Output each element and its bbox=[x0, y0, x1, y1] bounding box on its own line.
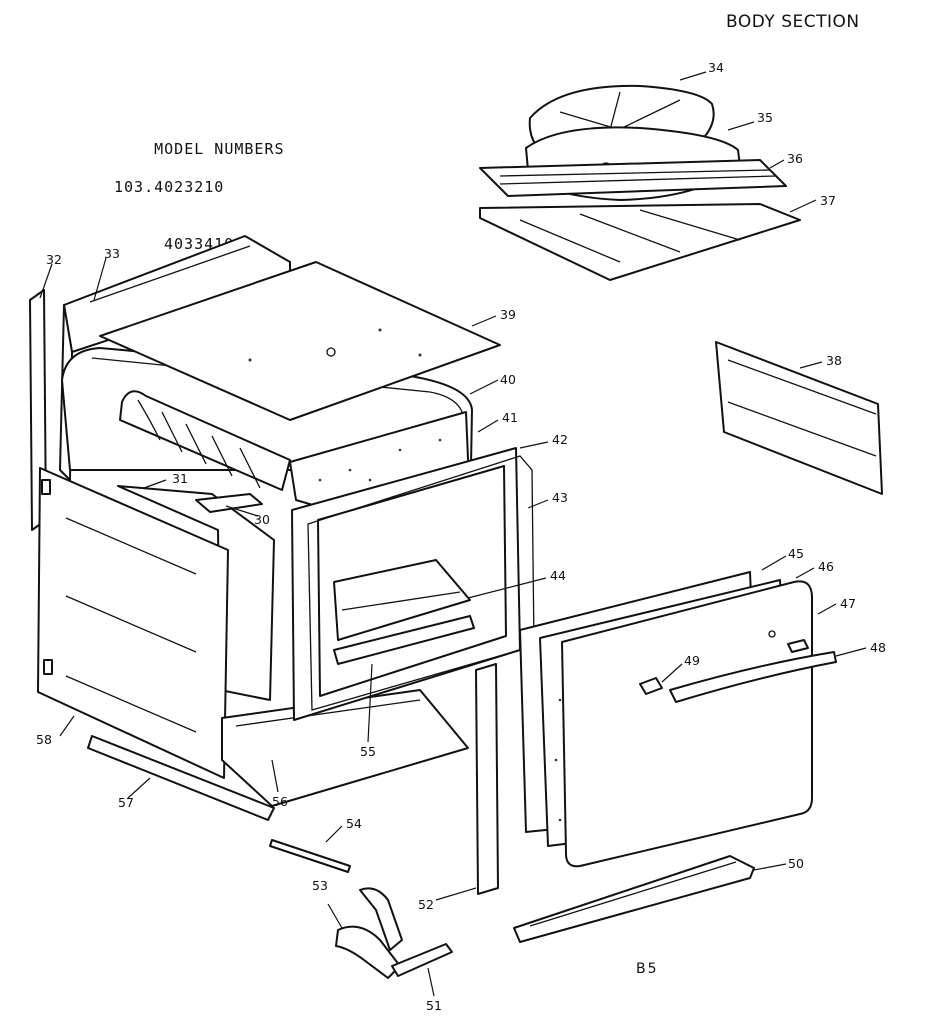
callout-47: 47 bbox=[840, 596, 856, 611]
callout-55: 55 bbox=[360, 744, 376, 759]
callout-51: 51 bbox=[426, 998, 442, 1013]
callout-54: 54 bbox=[346, 816, 362, 831]
model-number-1: 103.4023210 bbox=[114, 178, 225, 196]
callout-49: 49 bbox=[684, 653, 700, 668]
part-37-oven-rack bbox=[479, 203, 801, 281]
callout-48: 48 bbox=[870, 640, 886, 655]
model-numbers-label: MODEL NUMBERS bbox=[154, 140, 285, 158]
callout-30: 30 bbox=[254, 512, 270, 527]
callout-53: 53 bbox=[312, 878, 328, 893]
leader-lines bbox=[39, 71, 867, 997]
callout-46: 46 bbox=[818, 559, 834, 574]
part-47-door-panel bbox=[561, 580, 813, 868]
callout-35: 35 bbox=[757, 110, 773, 125]
part-53-hinge bbox=[335, 887, 403, 979]
callout-33: 33 bbox=[104, 246, 120, 261]
callout-58: 58 bbox=[36, 732, 52, 747]
part-50-kick-rail bbox=[513, 855, 755, 943]
bake-element bbox=[119, 390, 291, 491]
part-56-base-pan bbox=[221, 689, 469, 807]
callout-43: 43 bbox=[552, 490, 568, 505]
part-31-side-liner bbox=[117, 485, 275, 701]
callout-37: 37 bbox=[820, 193, 836, 208]
part-39-top-panel bbox=[99, 261, 501, 421]
part-55-broil-element bbox=[333, 615, 475, 665]
callout-41: 41 bbox=[502, 410, 518, 425]
callout-34: 34 bbox=[708, 60, 724, 75]
callout-57: 57 bbox=[118, 795, 134, 810]
callout-38: 38 bbox=[826, 353, 842, 368]
callout-44: 44 bbox=[550, 568, 566, 583]
part-54-hinge-pin bbox=[269, 839, 351, 873]
section-title: BODY SECTION bbox=[726, 12, 860, 32]
part-49-door-knob bbox=[639, 639, 809, 695]
part-38-shield bbox=[715, 341, 883, 495]
part-30-bracket bbox=[195, 493, 263, 513]
part-48-door-handle bbox=[669, 651, 837, 703]
page-code: B5 bbox=[636, 961, 659, 977]
part-57-base-rail bbox=[87, 735, 275, 821]
callout-56: 56 bbox=[272, 794, 288, 809]
part-52-trim-strip bbox=[475, 663, 499, 895]
part-42-door-gasket bbox=[307, 455, 535, 711]
callout-52: 52 bbox=[418, 897, 434, 912]
callout-42: 42 bbox=[552, 432, 568, 447]
callout-32: 32 bbox=[46, 252, 62, 267]
part-51-hinge-lever bbox=[391, 943, 453, 977]
callout-40: 40 bbox=[500, 372, 516, 387]
callout-36: 36 bbox=[787, 151, 803, 166]
callout-39: 39 bbox=[500, 307, 516, 322]
part-58-side-panel bbox=[37, 467, 229, 779]
part-44-oven-rack bbox=[333, 559, 471, 641]
callout-50: 50 bbox=[788, 856, 804, 871]
callout-31: 31 bbox=[172, 471, 188, 486]
part-36-oven-rack bbox=[479, 159, 787, 197]
callout-45: 45 bbox=[788, 546, 804, 561]
